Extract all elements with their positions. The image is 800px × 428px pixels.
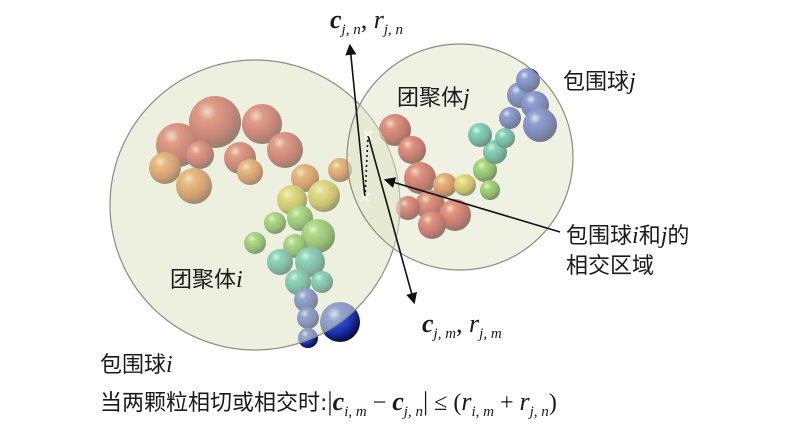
bounding-sphere-j <box>346 43 574 271</box>
label-intersection-line2: 相交区域 <box>566 254 654 279</box>
intersection-pointer-arrow <box>383 177 561 233</box>
label-aggregate-j: 团聚体j <box>397 85 470 111</box>
center-marker-upper: ✕ <box>362 126 375 144</box>
label-bottom-vector: cj, m, rj, m <box>422 309 502 342</box>
bounding-sphere-i <box>109 59 401 351</box>
center-marker-lower: ✕ <box>359 189 372 207</box>
label-intersection-line1: 包围球i和j的 <box>566 223 689 249</box>
vector-to-c-j-n <box>345 43 366 199</box>
contact-condition-formula: 当两颗粒相切或相交时:|ci, m − cj, n| ≤ (ri, m + rj… <box>100 387 557 420</box>
dashed-center-link <box>364 134 369 199</box>
label-top-vector: cj, n, rj, n <box>330 5 403 38</box>
label-sphere-i: 包围球i <box>100 352 173 378</box>
label-sphere-j: 包围球j <box>563 69 636 95</box>
vector-to-c-j-m <box>367 134 418 305</box>
label-aggregate-i: 团聚体i <box>170 267 243 293</box>
vectors: ✕ ✕ <box>345 43 561 305</box>
